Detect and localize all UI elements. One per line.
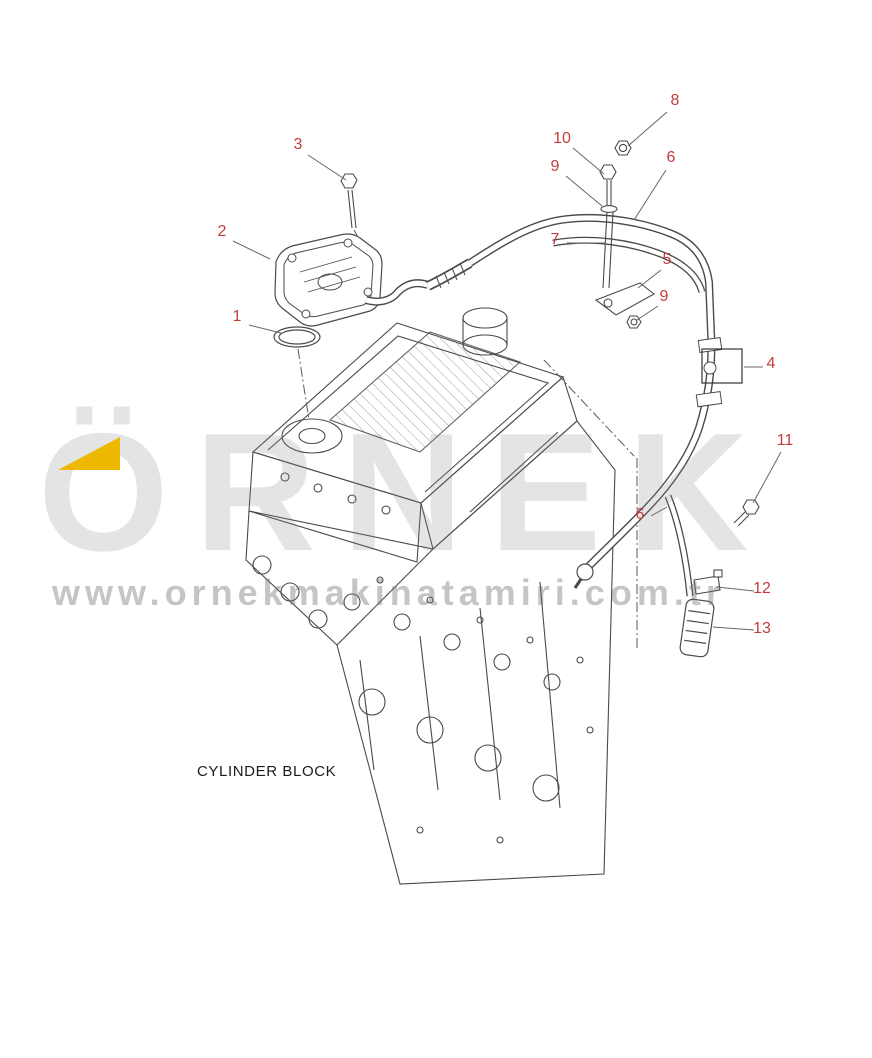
callout-3: 3 xyxy=(293,136,303,153)
callout-8: 8 xyxy=(670,92,680,109)
callout-13: 13 xyxy=(753,620,771,637)
cylinder-block-outline xyxy=(245,307,616,885)
rubber-hose xyxy=(679,598,715,658)
callout-9a: 9 xyxy=(550,158,560,175)
leader-lines xyxy=(232,111,782,631)
callout-12: 12 xyxy=(753,580,771,597)
nut-8 xyxy=(614,140,632,156)
callout-9b: 9 xyxy=(659,288,669,305)
callout-7: 7 xyxy=(550,231,560,248)
part-4-box xyxy=(701,348,743,384)
callout-2: 2 xyxy=(217,223,227,240)
callout-11: 11 xyxy=(776,432,794,449)
callout-6a: 6 xyxy=(666,149,676,166)
callout-5: 5 xyxy=(662,251,672,268)
breather-cover xyxy=(274,233,383,327)
cylinder-block-label: CYLINDER BLOCK xyxy=(197,763,337,780)
bracket xyxy=(594,211,655,316)
bolt-10 xyxy=(599,164,617,205)
callout-10: 10 xyxy=(553,130,571,147)
bolt-11 xyxy=(733,499,760,527)
callout-4: 4 xyxy=(766,355,776,372)
callout-1: 1 xyxy=(232,308,242,325)
nut-9-lower xyxy=(626,315,642,329)
bolt-3 xyxy=(340,173,358,229)
washer-9-upper xyxy=(600,205,618,213)
o-ring xyxy=(273,326,321,348)
callout-6b: 6 xyxy=(635,506,645,523)
vent-tube-assembly xyxy=(364,213,723,597)
hose-clamp xyxy=(693,569,723,595)
